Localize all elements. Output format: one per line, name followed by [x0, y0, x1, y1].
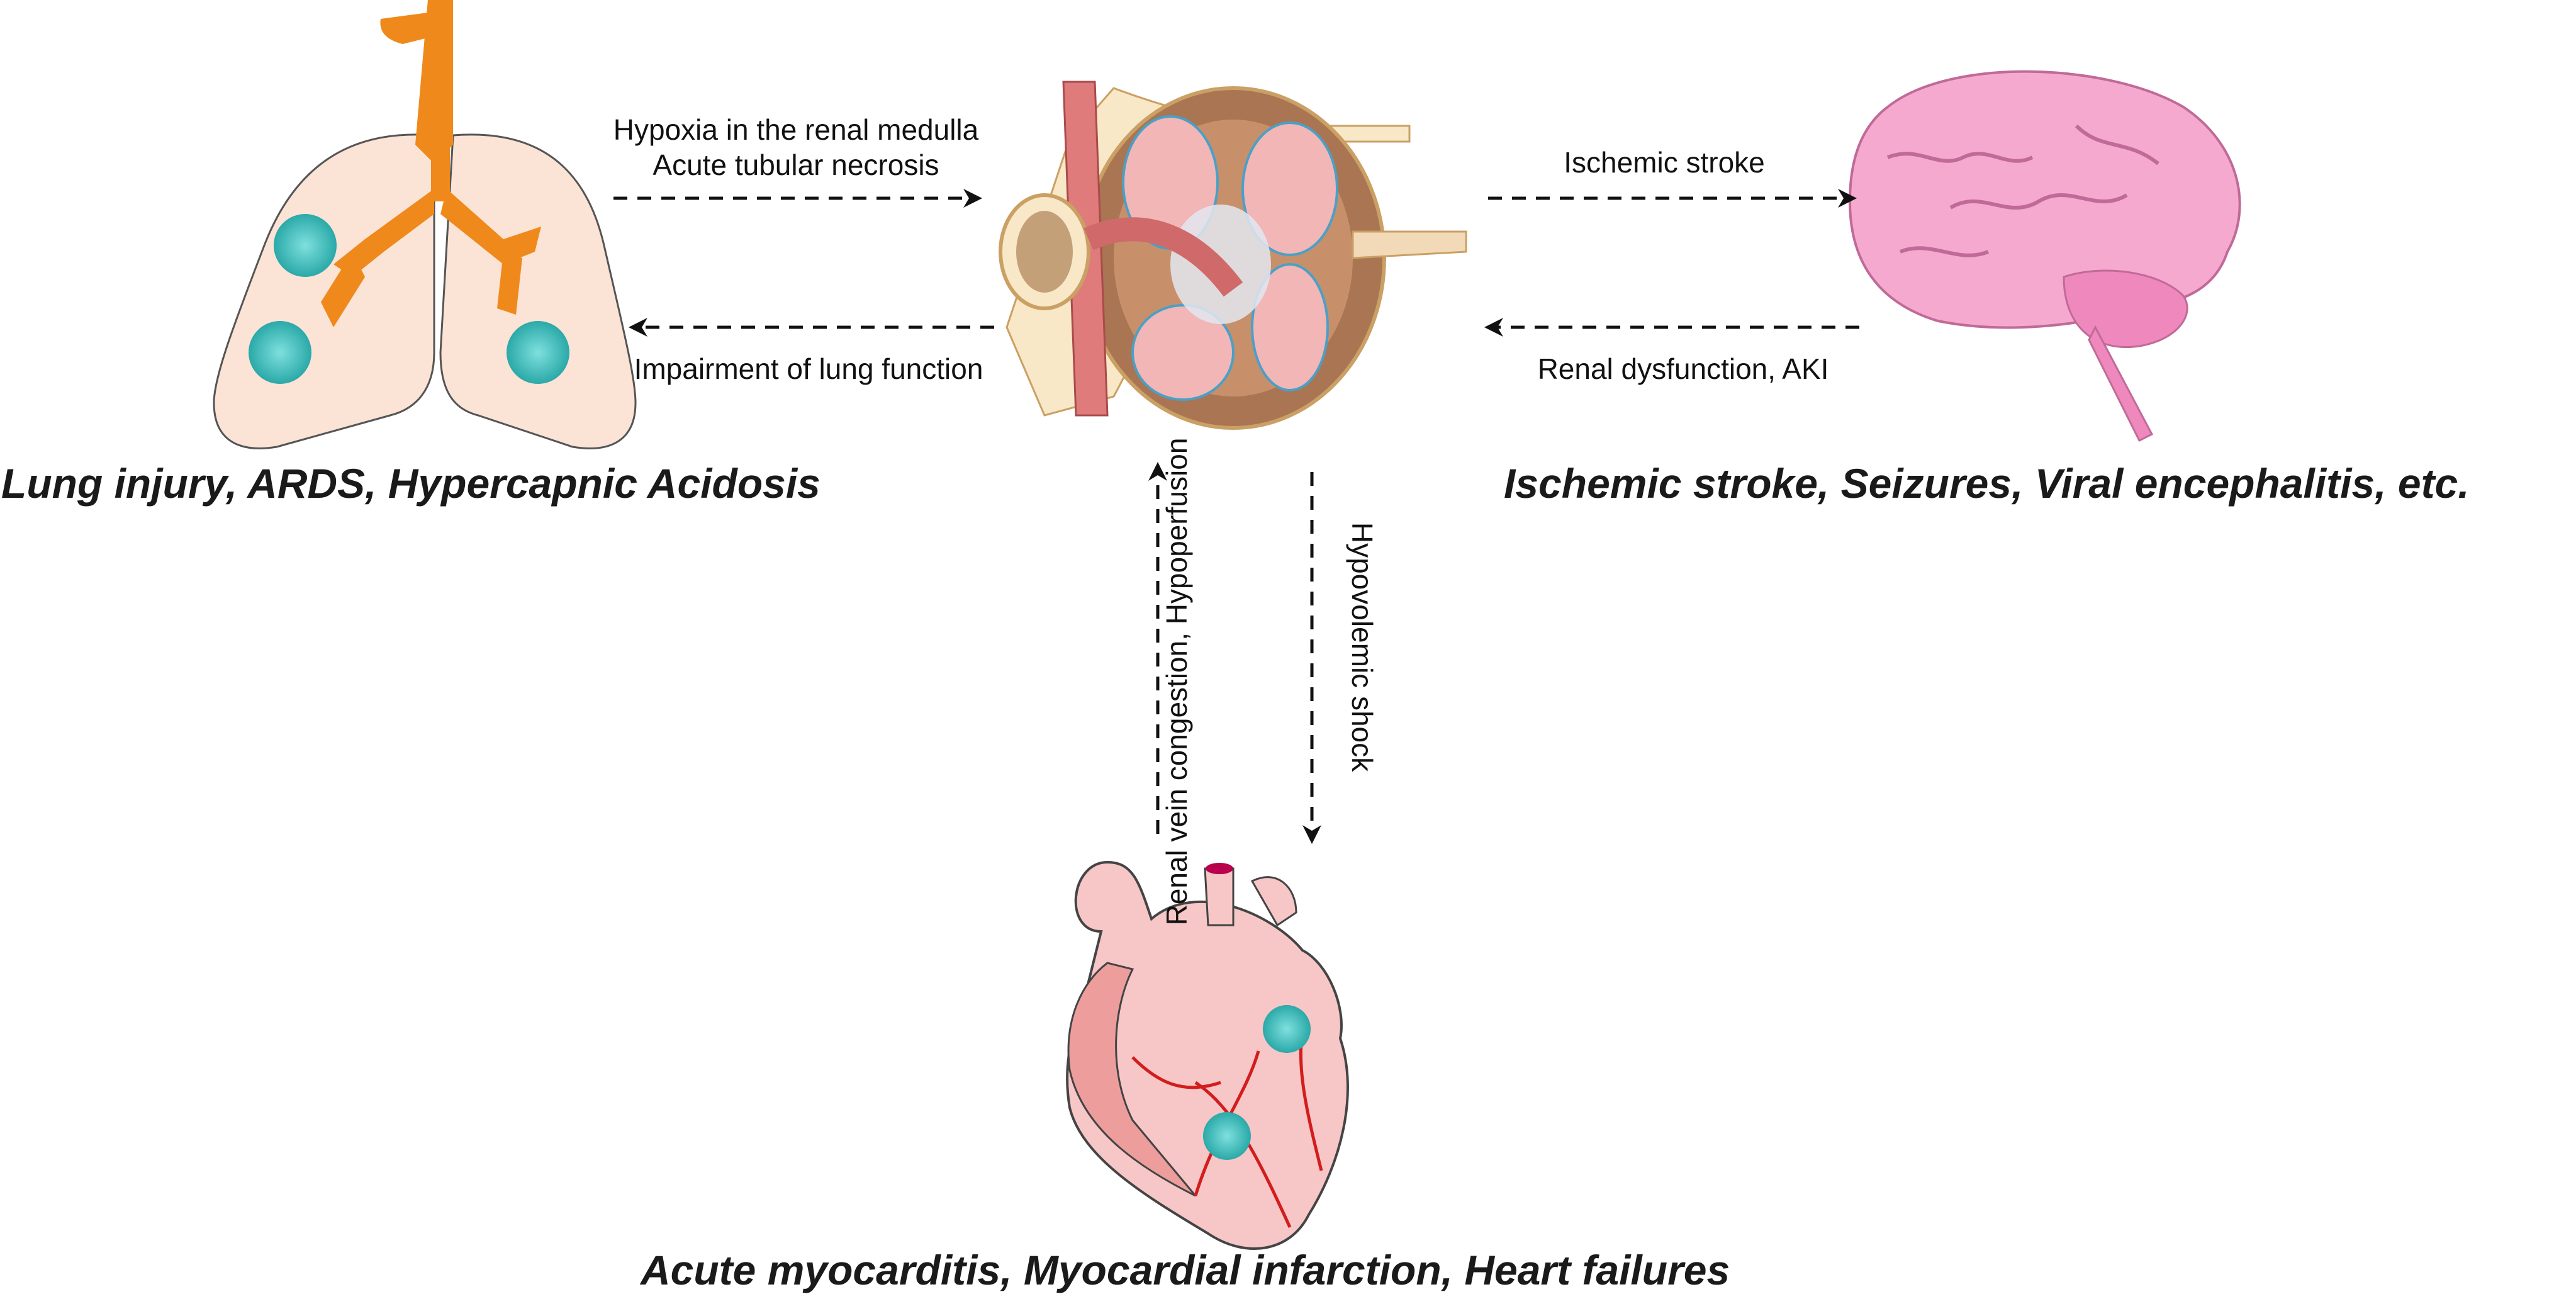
caption-lung: Lung injury, ARDS, Hypercapnic Acidosis — [1, 460, 820, 507]
caption-brain: Ischemic stroke, Seizures, Viral encepha… — [1504, 460, 2470, 507]
heart-icon — [1066, 860, 1349, 1250]
lungs-icon — [213, 0, 637, 449]
label-lung-to-kidney-line2: Acute tubular necrosis — [652, 149, 939, 181]
label-lung-to-kidney-line1: Hypoxia in the renal medulla — [613, 113, 979, 146]
label-kidney-to-brain: Ischemic stroke — [1564, 146, 1765, 179]
caption-heart: Acute myocarditis, Myocardial infarction… — [641, 1247, 1730, 1293]
label-heart-to-kidney: Renal vein congestion, Hypoperfusion — [1160, 437, 1193, 926]
brain-icon — [1848, 70, 2241, 442]
label-lung-to-kidney: Hypoxia in the renal medulla Acute tubul… — [607, 112, 985, 183]
kidney-icon — [999, 81, 1467, 430]
label-kidney-to-lung: Impairment of lung function — [634, 352, 983, 385]
label-brain-to-kidney: Renal dysfunction, AKI — [1537, 352, 1829, 385]
label-kidney-to-heart: Hypovolemic shock — [1346, 522, 1379, 772]
